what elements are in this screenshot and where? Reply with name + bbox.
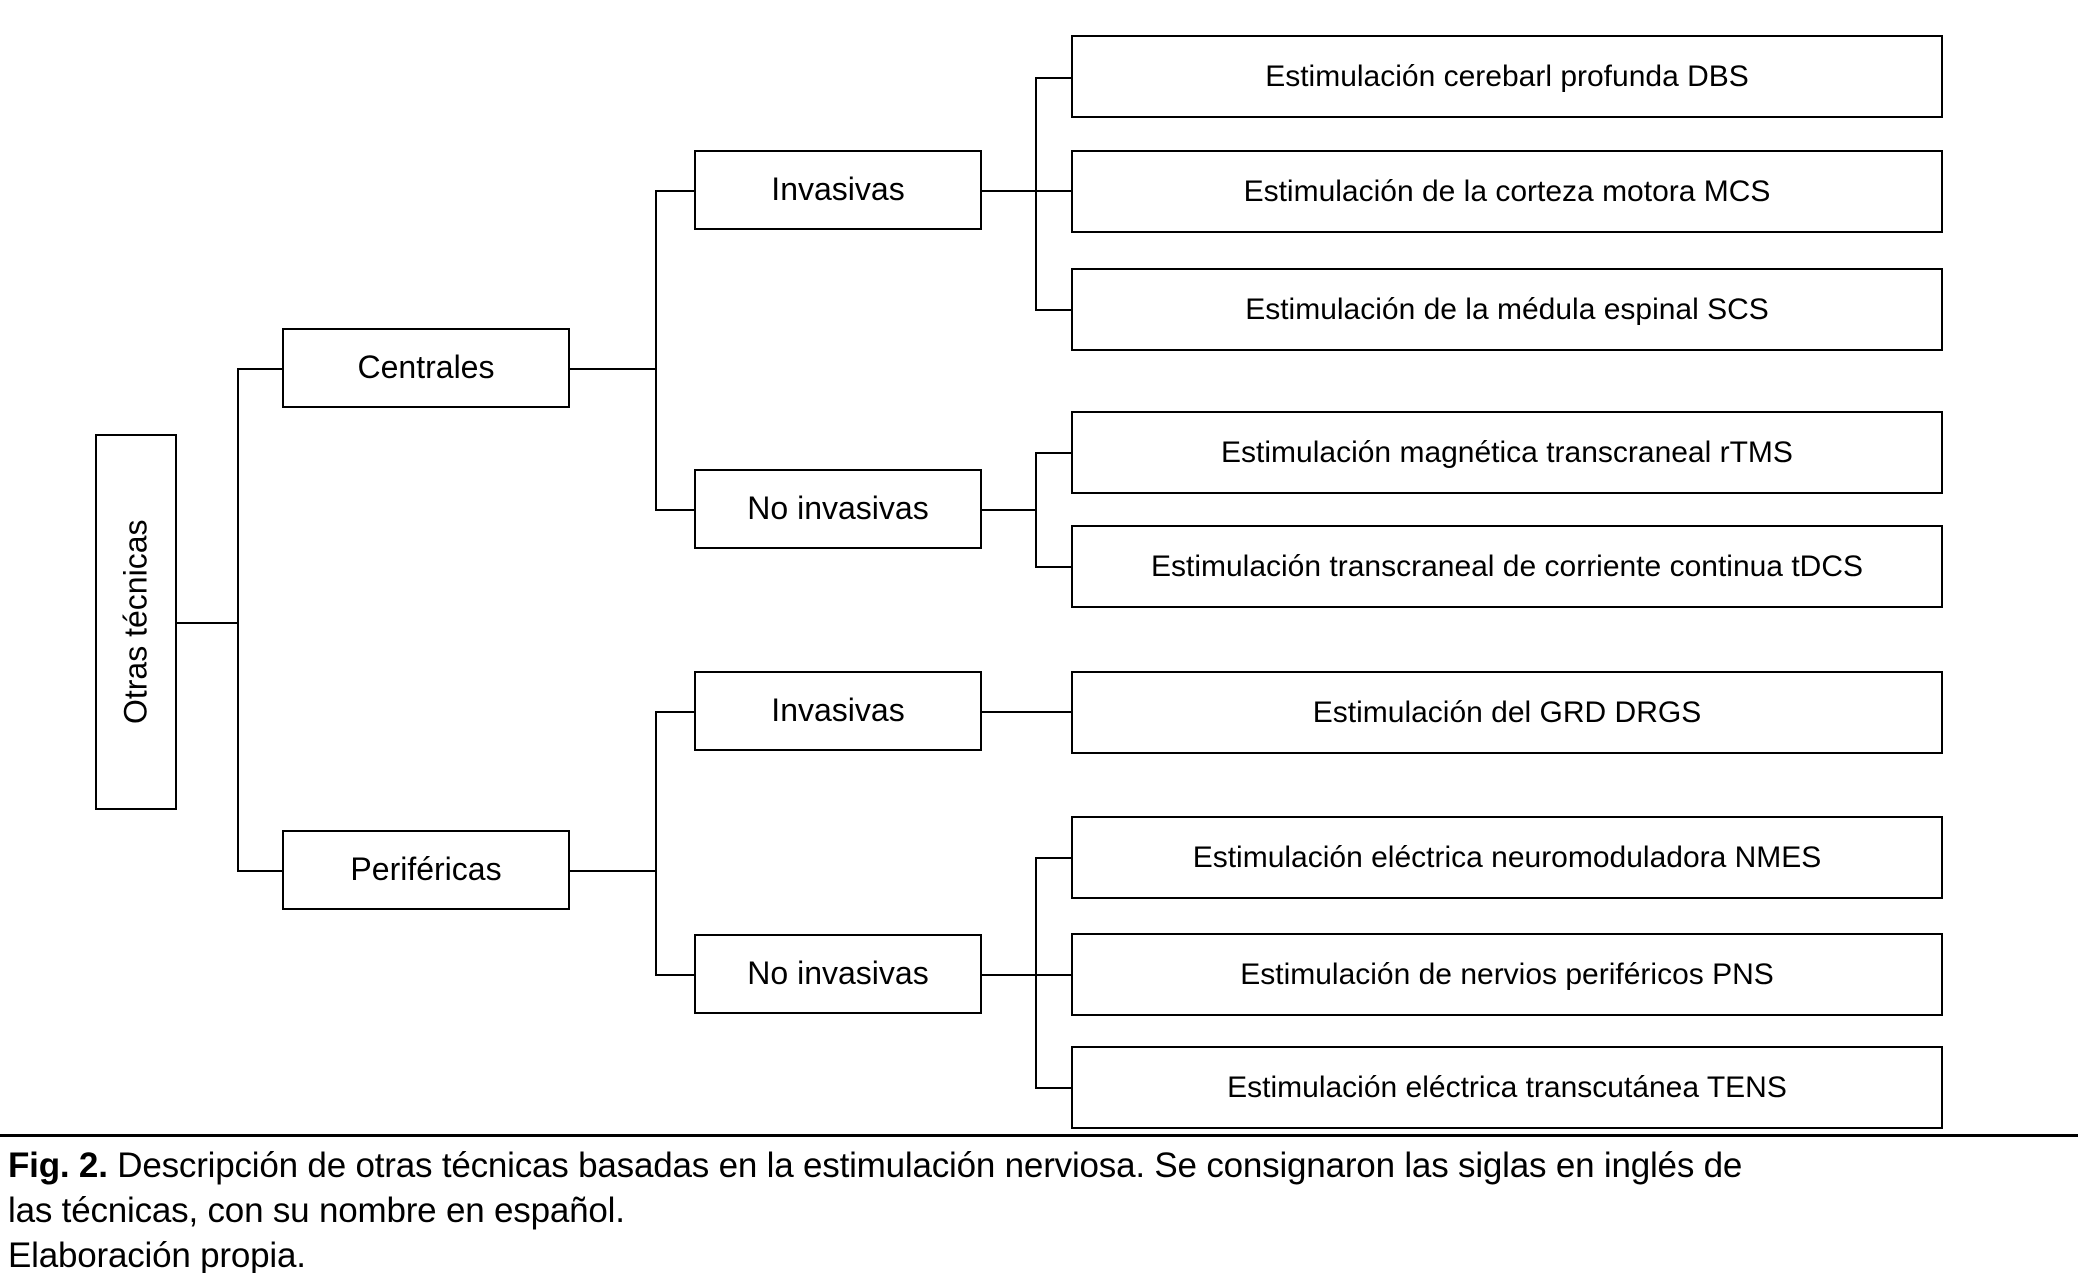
node-perifericas-invasivas-label: Invasivas [771,692,905,729]
node-perifericas-no-invasivas-label: No invasivas [747,955,929,992]
edge-root-trunk [237,368,239,872]
leaf-drgs[interactable]: Estimulación del GRD DRGS [1071,671,1943,754]
edge-p-noinvasivas-trunk [1035,857,1037,1088]
node-centrales-no-invasivas-label: No invasivas [747,490,929,527]
edge-p-noinvasivas-stub [982,974,1037,976]
edge-perifericas-to-invasivas [655,711,695,713]
leaf-pns[interactable]: Estimulación de nervios periféricos PNS [1071,933,1943,1016]
edge-perifericas-stub [570,870,657,872]
leaf-nmes-label: Estimulación eléctrica neuromoduladora N… [1192,841,1822,874]
edge-p-noinvasivas-leaf-1 [1035,857,1071,859]
caption-line-1-text: Descripción de otras técnicas basadas en… [107,1146,1743,1185]
node-perifericas[interactable]: Periféricas [282,830,570,910]
edge-c-invasivas-leaf-1 [1035,77,1071,79]
node-root-otras-tecnicas[interactable]: Otras técnicas [95,434,177,810]
edge-centrales-to-invasivas [655,190,695,192]
edge-c-noinvasivas-leaf-2 [1035,566,1071,568]
node-centrales[interactable]: Centrales [282,328,570,408]
node-centrales-invasivas-label: Invasivas [771,171,905,208]
edge-c-noinvasivas-trunk [1035,452,1037,567]
leaf-mcs-label: Estimulación de la corteza motora MCS [1243,175,1771,208]
edge-c-invasivas-leaf-3 [1035,309,1071,311]
leaf-tdcs-label: Estimulación transcraneal de corriente c… [1150,550,1864,583]
caption-divider [0,1134,2078,1137]
edge-centrales-to-noinvasivas [655,509,695,511]
figure-caption: Fig. 2. Descripción de otras técnicas ba… [8,1144,2070,1273]
leaf-tens-label: Estimulación eléctrica transcutánea TENS [1227,1071,1787,1104]
edge-p-noinvasivas-leaf-2 [1035,974,1071,976]
leaf-tdcs[interactable]: Estimulación transcraneal de corriente c… [1071,525,1943,608]
leaf-drgs-label: Estimulación del GRD DRGS [1312,696,1702,729]
edge-c-invasivas-stub [982,190,1037,192]
caption-line-2: las técnicas, con su nombre en español. [8,1190,625,1230]
edge-c-invasivas-leaf-2 [1035,190,1071,192]
edge-p-noinvasivas-leaf-3 [1035,1087,1071,1089]
edge-root-stub [175,622,239,624]
node-perifericas-label: Periféricas [350,851,502,888]
caption-line-3: Elaboración propia. [8,1235,306,1273]
edge-perifericas-to-noinvasivas [655,974,695,976]
edge-trunk-to-centrales [237,368,284,370]
leaf-nmes[interactable]: Estimulación eléctrica neuromoduladora N… [1071,816,1943,899]
edge-centrales-stub [570,368,657,370]
edge-p-invasivas-to-leaf [982,711,1071,713]
node-perifericas-no-invasivas[interactable]: No invasivas [694,934,982,1014]
edge-perifericas-trunk [655,711,657,975]
leaf-rtms-label: Estimulación magnética transcraneal rTMS [1221,436,1793,469]
edge-c-noinvasivas-leaf-1 [1035,452,1071,454]
node-centrales-no-invasivas[interactable]: No invasivas [694,469,982,549]
edge-centrales-trunk [655,190,657,510]
edge-trunk-to-perifericas [237,870,284,872]
node-centrales-label: Centrales [357,349,495,386]
edge-c-invasivas-trunk [1035,77,1037,310]
node-perifericas-invasivas[interactable]: Invasivas [694,671,982,751]
caption-line-1: Fig. 2. Descripción de otras técnicas ba… [8,1144,2070,1189]
node-centrales-invasivas[interactable]: Invasivas [694,150,982,230]
leaf-scs[interactable]: Estimulación de la médula espinal SCS [1071,268,1943,351]
node-root-label: Otras técnicas [117,519,154,725]
leaf-dbs-label: Estimulación cerebarl profunda DBS [1265,60,1749,93]
leaf-mcs[interactable]: Estimulación de la corteza motora MCS [1071,150,1943,233]
leaf-scs-label: Estimulación de la médula espinal SCS [1245,293,1769,326]
leaf-pns-label: Estimulación de nervios periféricos PNS [1240,958,1774,991]
leaf-tens[interactable]: Estimulación eléctrica transcutánea TENS [1071,1046,1943,1129]
leaf-rtms[interactable]: Estimulación magnética transcraneal rTMS [1071,411,1943,494]
leaf-dbs[interactable]: Estimulación cerebarl profunda DBS [1071,35,1943,118]
caption-fig-label: Fig. 2. [8,1146,108,1185]
edge-c-noinvasivas-stub [982,509,1037,511]
